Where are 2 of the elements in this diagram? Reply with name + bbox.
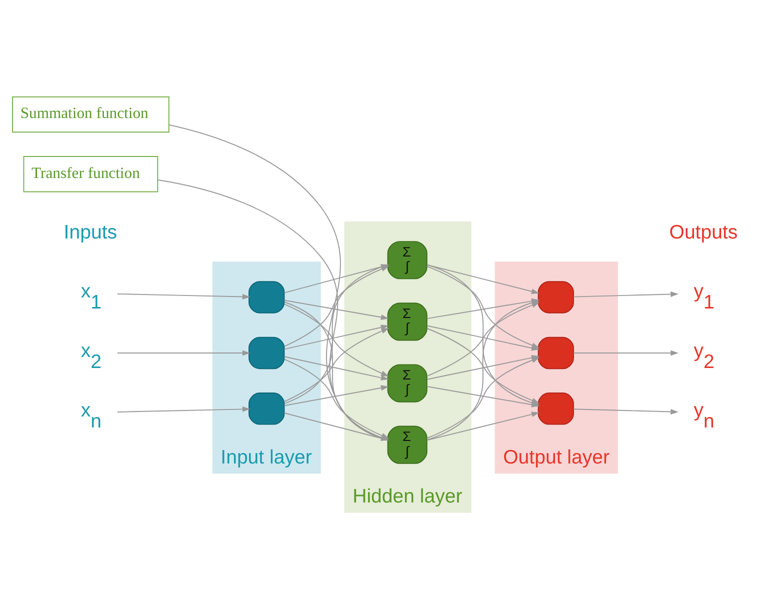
label: Outputs bbox=[669, 221, 738, 244]
label: Inputs bbox=[64, 221, 118, 244]
